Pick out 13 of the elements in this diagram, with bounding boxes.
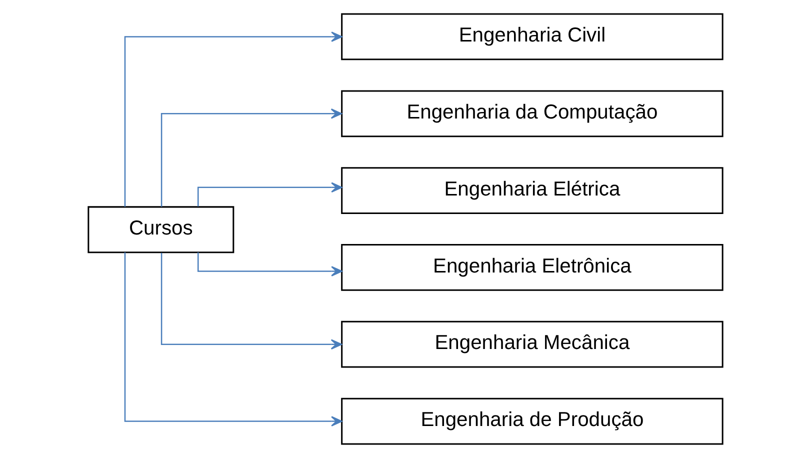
node-box: Engenharia de Produção	[340, 397, 723, 444]
node-box: Engenharia Mecânica	[340, 320, 723, 368]
arrow	[124, 252, 342, 426]
arrow	[196, 182, 342, 206]
node-box: Engenharia Civil	[340, 12, 723, 60]
node-box: Engenharia da Computação	[340, 90, 723, 137]
node-box: Cursos	[87, 206, 234, 253]
arrow	[124, 31, 342, 206]
node-box: Engenharia Eletrônica	[340, 244, 723, 290]
arrow	[160, 252, 342, 350]
arrow	[196, 252, 342, 276]
arrow	[160, 108, 342, 206]
node-box: Engenharia Elétrica	[340, 166, 723, 214]
